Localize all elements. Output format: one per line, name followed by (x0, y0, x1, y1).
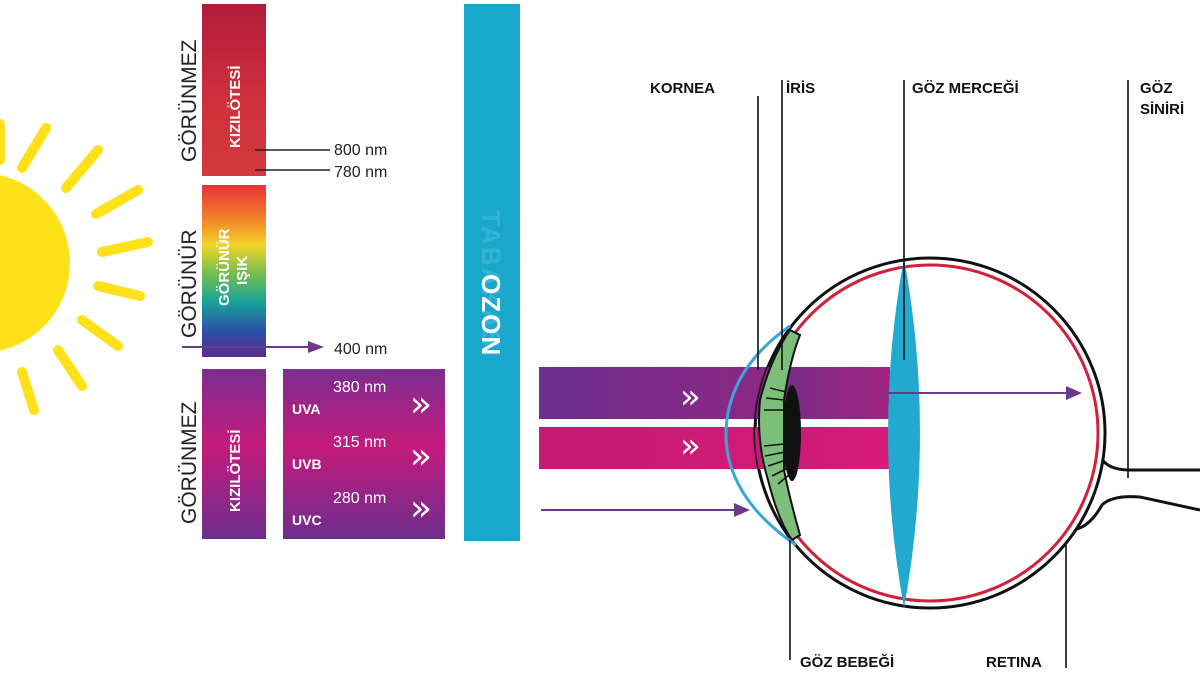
uvb-band: 315 nm UVB » (292, 434, 432, 477)
ultraviolet-band-label: KIZILÖTESİ (227, 430, 244, 513)
uvb-chevron-icon: » (410, 436, 432, 477)
uvc-label: UVC (292, 512, 322, 528)
leader-lines (757, 80, 1129, 668)
side-label-ultraviolet: GÖRÜNMEZ (178, 401, 201, 524)
ozone-label: OZON (476, 274, 506, 357)
uva-label: UVA (292, 401, 321, 417)
uvb-label: UVB (292, 456, 322, 472)
ozone-layer (464, 4, 520, 541)
iris (758, 328, 802, 542)
uvb-nm: 315 nm (333, 434, 386, 451)
optic-nerve-label-2: SİNİRİ (1140, 101, 1184, 118)
side-label-infrared: GÖRÜNMEZ (178, 39, 201, 162)
ozone-label-faded: TABAKASI (476, 210, 506, 358)
marker-400-label: 400 nm (334, 341, 387, 358)
marker-400-arrow (182, 341, 324, 353)
uv-bands-panel (283, 369, 445, 539)
infrared-band-label: KIZILÖTESİ (227, 66, 244, 149)
marker-800-label: 800 nm (334, 142, 387, 159)
visible-band-label-1: GÖRÜNÜR (216, 228, 233, 306)
retina-beam-arrow (880, 386, 1082, 400)
uva-band: 380 nm UVA » (292, 379, 432, 425)
pupil (783, 385, 801, 481)
eye (724, 256, 1200, 610)
visible-band-label-2: IŞIK (234, 256, 251, 285)
visible-band (202, 185, 266, 357)
pupil-label: GÖZ BEBEĞİ (800, 653, 894, 671)
retina-label: RETINA (986, 654, 1042, 671)
uva-chevron-icon: » (410, 384, 432, 425)
cornea (724, 324, 797, 547)
uvc-nm: 280 nm (333, 490, 386, 507)
sun-icon (0, 119, 153, 415)
side-label-visible: GÖRÜNÜR (178, 230, 201, 339)
uvc-chevron-icon: » (410, 488, 432, 529)
lens (888, 258, 920, 608)
infrared-band (202, 4, 266, 176)
optic-nerve-label-1: GÖZ (1140, 80, 1173, 97)
iris-label: İRİS (786, 80, 815, 97)
uvc-beam-arrow (541, 503, 750, 517)
lens-label: GÖZ MERCEĞİ (912, 79, 1019, 97)
iris-hatching (763, 387, 791, 485)
cornea-label: KORNEA (650, 80, 715, 97)
uva-nm: 380 nm (333, 379, 386, 396)
marker-780-label: 780 nm (334, 164, 387, 181)
uvc-band: 280 nm UVC » (292, 488, 432, 529)
uva-beam-chevron-icon: » (680, 377, 701, 417)
uvb-beam-chevron-icon: » (680, 426, 701, 466)
ultraviolet-band (202, 369, 266, 539)
